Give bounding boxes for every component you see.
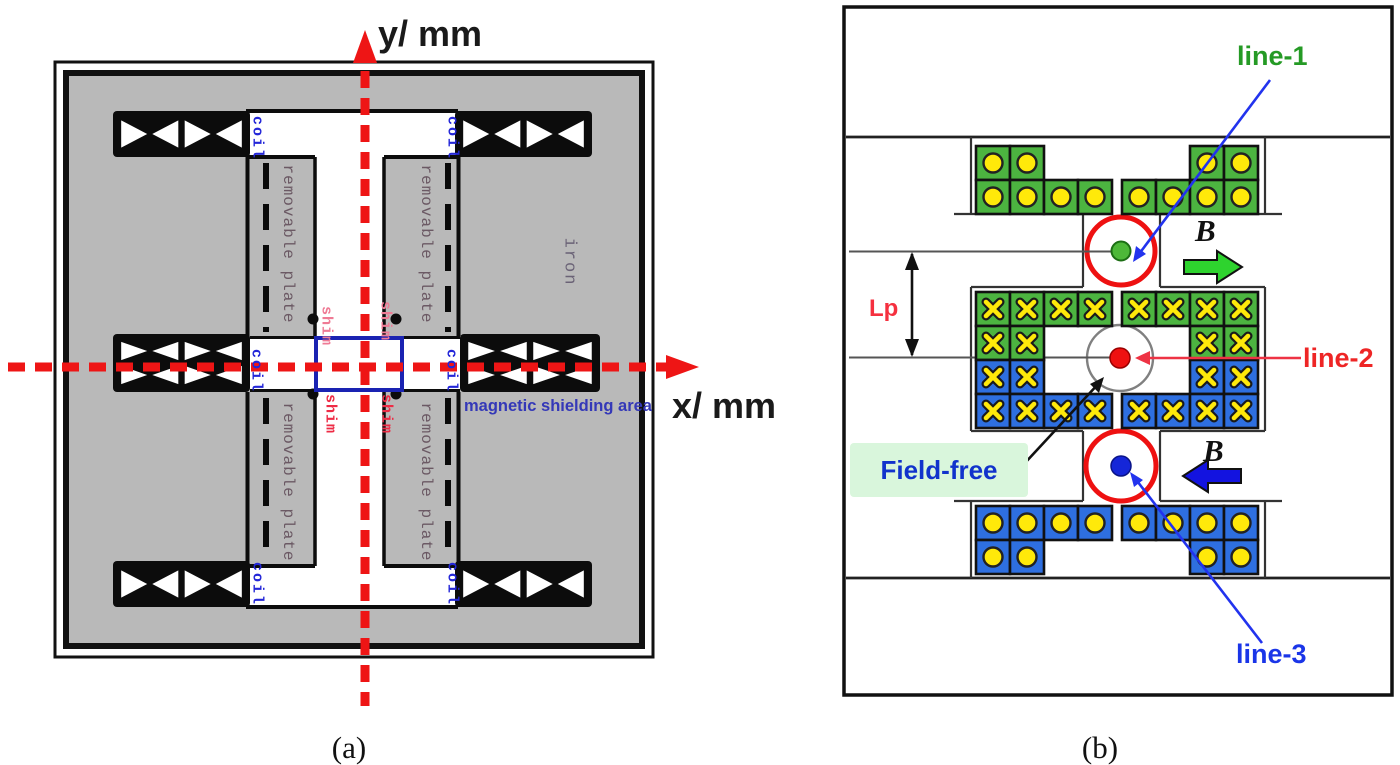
removable-plate-label-top-right: removable plate — [417, 164, 435, 324]
coil-label-bottom-left: coil — [248, 561, 266, 607]
coil-label-top-right: coil — [443, 115, 461, 161]
b-arrow-left-blue — [1181, 458, 1242, 494]
panel-a-magnet-cross-section — [8, 30, 699, 706]
coil-winding-top-left — [113, 111, 250, 157]
magnetic-shielding-area-label: magnetic shielding area — [464, 397, 652, 415]
shim-label-upper-left: shim — [317, 305, 335, 347]
field-free-callout: Field-free — [850, 443, 1028, 497]
yoke-inner-lines — [846, 135, 1390, 580]
coil-winding-bottom-right — [455, 561, 592, 607]
bottom-pole-stem — [315, 392, 384, 568]
lp-dimension-label: Lp — [869, 295, 899, 322]
removable-plate-label-bottom-left: removable plate — [279, 402, 297, 562]
line-1-label: line-1 — [1237, 41, 1308, 71]
coil-winding-top-right — [455, 111, 592, 157]
b-field-label-top: B — [1195, 213, 1216, 248]
shim-label-lower-left: shim — [321, 393, 339, 435]
iron-label: iron — [559, 237, 579, 287]
y-axis-label: y/ mm — [378, 13, 483, 54]
shim-label-upper-right: shim — [376, 300, 394, 342]
lp-dimension-arrow — [905, 252, 919, 357]
top-pole-stem — [315, 155, 384, 337]
removable-plate-label-top-left: removable plate — [279, 164, 297, 324]
coil-label-mid-right: coil — [442, 348, 460, 394]
line-3-dot — [1110, 455, 1132, 477]
field-free-pointer — [1023, 377, 1104, 465]
caption-panel-a: (a) — [331, 730, 367, 765]
coil-winding-bottom-left — [113, 561, 250, 607]
y-axis-arrowhead — [353, 30, 377, 63]
line-3-pointer — [1130, 472, 1264, 644]
line-2-label: line-2 — [1303, 343, 1374, 373]
shim-label-lower-right: shim — [377, 393, 395, 435]
coil-label-top-left: coil — [248, 115, 266, 161]
panel-b-coil-schematic — [842, 5, 1394, 697]
removable-plate-label-bottom-right: removable plate — [417, 402, 435, 562]
line-1-pointer — [1133, 79, 1272, 262]
removable-plate-dashed-boundary — [263, 163, 451, 562]
caption-panel-b: (b) — [1081, 730, 1119, 765]
line-3-label: line-3 — [1236, 639, 1307, 669]
coil-label-mid-left: coil — [247, 348, 265, 394]
x-axis-label: x/ mm — [672, 385, 777, 426]
b-arrow-right-green — [1183, 249, 1244, 285]
coordinate-axes — [8, 30, 699, 706]
line-2-pointer — [1135, 351, 1301, 365]
top-pole-bar — [246, 111, 458, 157]
b-field-label-bottom: B — [1203, 433, 1224, 468]
line-1-dot — [1110, 240, 1132, 262]
bottom-pole-bar — [246, 566, 458, 607]
coil-label-bottom-right: coil — [443, 561, 461, 607]
pole-pieces — [244, 109, 461, 609]
field-free-label: Field-free — [880, 454, 998, 485]
x-axis-arrowhead — [666, 355, 699, 379]
line-2-dot — [1109, 347, 1131, 369]
